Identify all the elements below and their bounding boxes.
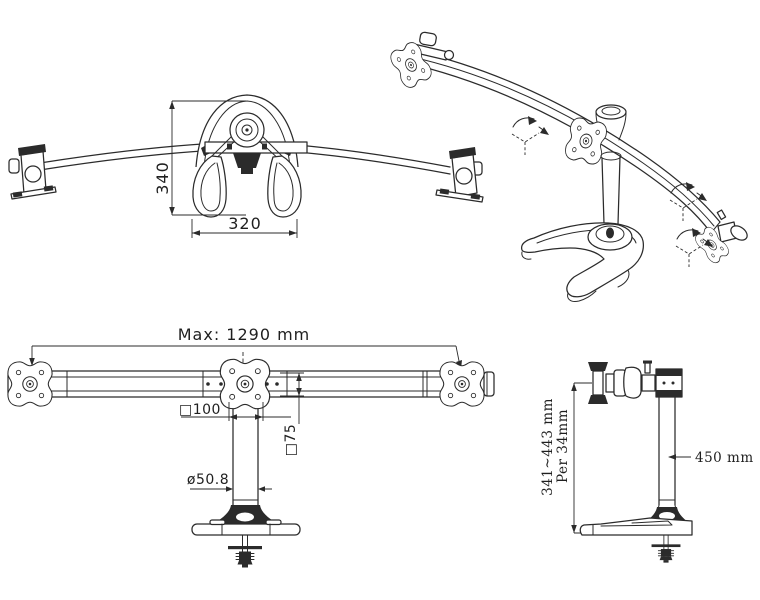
left-knob <box>8 158 20 174</box>
iso-center-pivot <box>562 104 627 167</box>
side-base <box>579 504 693 536</box>
dim-diameter-label: ø50.8 <box>187 472 229 488</box>
pole-clamp-top <box>233 153 261 168</box>
front-desk-clamp-screw <box>227 534 263 568</box>
dimension-pole-height: 450 mm <box>668 450 754 466</box>
side-desk-clamp-screw <box>651 534 681 564</box>
side-view: 341~443 mm Per 34mm <box>540 360 754 564</box>
dim-450-label: 450 mm <box>695 450 754 466</box>
front-base <box>191 504 301 536</box>
dim-max-label: Max: 1290 mm <box>178 325 311 344</box>
horseshoe-base-top <box>192 155 302 218</box>
front-view: Max: 1290 mm <box>7 325 495 568</box>
iso-arm-top <box>411 49 721 223</box>
dim-height-step-label: Per 34mm <box>555 409 571 483</box>
dimension-pole-diameter: ø50.8 <box>187 472 272 492</box>
iso-horseshoe-base <box>520 222 645 302</box>
dimension-vesa75: □75 <box>280 372 304 457</box>
dimension-320: 320 <box>191 214 298 238</box>
dimension-340: 340 <box>153 100 246 216</box>
dome-inner <box>203 100 291 168</box>
center-head-top <box>195 94 308 174</box>
dim-vesa75-label: □75 <box>283 424 299 457</box>
front-pole <box>232 408 259 506</box>
iso-arm-mid <box>407 55 715 227</box>
rotation-arrow <box>511 115 550 156</box>
iso-right-knob <box>730 225 748 241</box>
front-right-vesa-plate <box>439 361 485 407</box>
side-mount-head <box>588 360 683 404</box>
front-left-vesa-plate <box>7 361 53 407</box>
side-pole <box>658 396 676 506</box>
dimension-vesa100: □100 <box>179 402 291 421</box>
iso-left-vesa-head <box>387 31 455 91</box>
front-center-vesa-plate <box>219 358 271 410</box>
dim-320-label: 320 <box>228 214 262 233</box>
dimension-height-range: 341~443 mm Per 34mm <box>540 382 592 534</box>
right-mount-head <box>435 147 484 203</box>
iso-arm-bottom <box>402 61 712 234</box>
left-mount-head <box>8 144 57 200</box>
dim-height-range-label: 341~443 mm <box>540 398 556 496</box>
iso-pole <box>600 151 622 225</box>
dim-340-label: 340 <box>153 161 172 195</box>
right-adjust-knob <box>483 371 495 397</box>
iso-right-vesa-head <box>692 209 748 266</box>
isometric-view <box>387 31 748 302</box>
dim-vesa100-label: □100 <box>179 402 221 418</box>
dimension-max-1290: Max: 1290 mm <box>29 325 462 369</box>
top-view: 340 320 <box>8 94 484 238</box>
